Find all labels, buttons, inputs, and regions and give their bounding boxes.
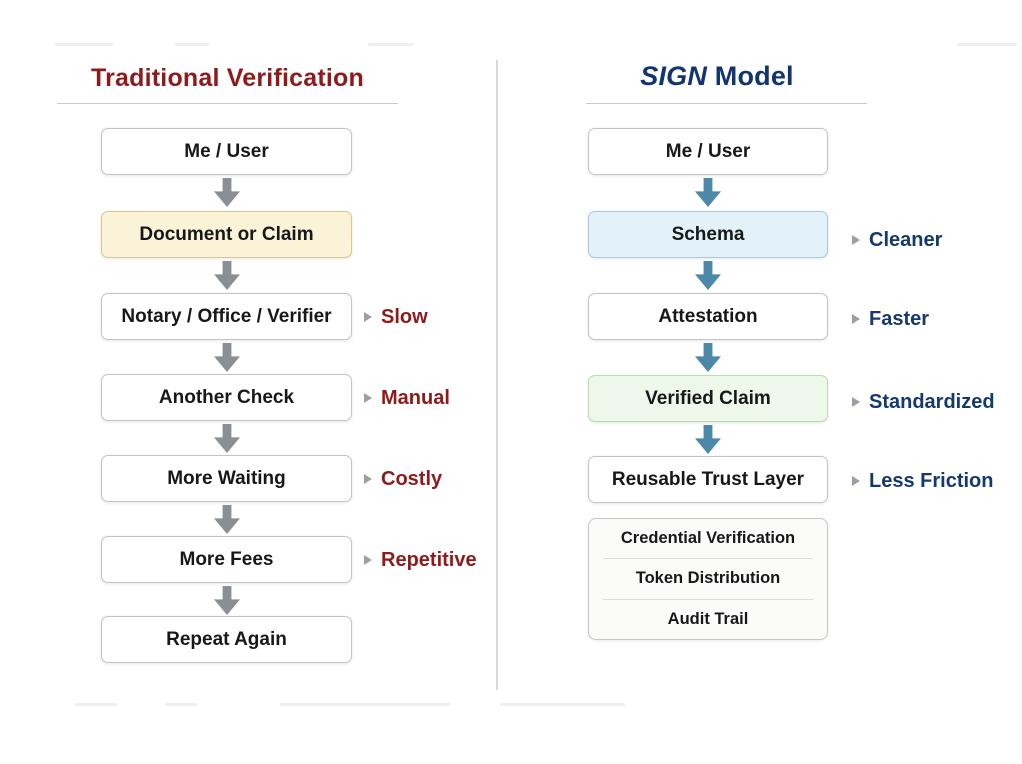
flow-box-me-user-right: Me / User [588,128,828,175]
down-arrow-icon [695,425,721,454]
flow-box-verified-claim: Verified Claim [588,375,828,422]
side-label-costly: Costly [364,465,442,493]
down-arrow-icon [695,178,721,207]
flow-box-document-or-claim: Document or Claim [101,211,352,258]
side-label-manual: Manual [364,384,450,412]
down-arrow-icon [214,586,240,615]
flow-box-repeat-again: Repeat Again [101,616,352,663]
flow-box-more-waiting: More Waiting [101,455,352,502]
title-model-part: Model [707,61,794,91]
side-label-cleaner: Cleaner [852,226,942,254]
side-label-less-friction: Less Friction [852,467,993,495]
flow-box-notary-office-verifier: Notary / Office / Verifier [101,293,352,340]
flow-box-me-user: Me / User [101,128,352,175]
down-arrow-icon [214,505,240,534]
triangle-marker-icon [364,474,372,484]
artifact-line [368,43,414,46]
trust-layer-capabilities-box: Credential Verification Token Distributi… [588,518,828,640]
left-title-underline [57,103,398,104]
artifact-line [280,703,450,706]
artifact-line [75,703,117,706]
side-label-slow: Slow [364,303,428,331]
flow-box-schema: Schema [588,211,828,258]
side-label-repetitive: Repetitive [364,546,477,574]
flow-box-another-check: Another Check [101,374,352,421]
artifact-line [55,43,113,46]
side-label-faster: Faster [852,305,929,333]
flow-box-more-fees: More Fees [101,536,352,583]
artifact-line [500,703,625,706]
triangle-marker-icon [852,314,860,324]
title-sign-part: SIGN [640,61,708,91]
artifact-line [957,43,1017,46]
down-arrow-icon [214,261,240,290]
down-arrow-icon [214,343,240,372]
group-row-audit-trail: Audit Trail [603,598,813,639]
right-title-underline [586,103,867,104]
down-arrow-icon [695,261,721,290]
down-arrow-icon [214,424,240,453]
triangle-marker-icon [364,555,372,565]
flow-box-attestation: Attestation [588,293,828,340]
triangle-marker-icon [364,312,372,322]
flow-box-reusable-trust-layer: Reusable Trust Layer [588,456,828,503]
group-row-token-distribution: Token Distribution [603,558,813,598]
down-arrow-icon [695,343,721,372]
artifact-line [175,43,209,46]
group-row-credential-verification: Credential Verification [620,529,796,548]
down-arrow-icon [214,178,240,207]
left-column-title: Traditional Verification [91,64,364,92]
artifact-line [165,703,197,706]
triangle-marker-icon [852,397,860,407]
triangle-marker-icon [852,235,860,245]
right-column-title: SIGN Model [567,61,867,92]
side-label-standardized: Standardized [852,388,995,416]
triangle-marker-icon [852,476,860,486]
triangle-marker-icon [364,393,372,403]
column-divider [496,60,498,690]
